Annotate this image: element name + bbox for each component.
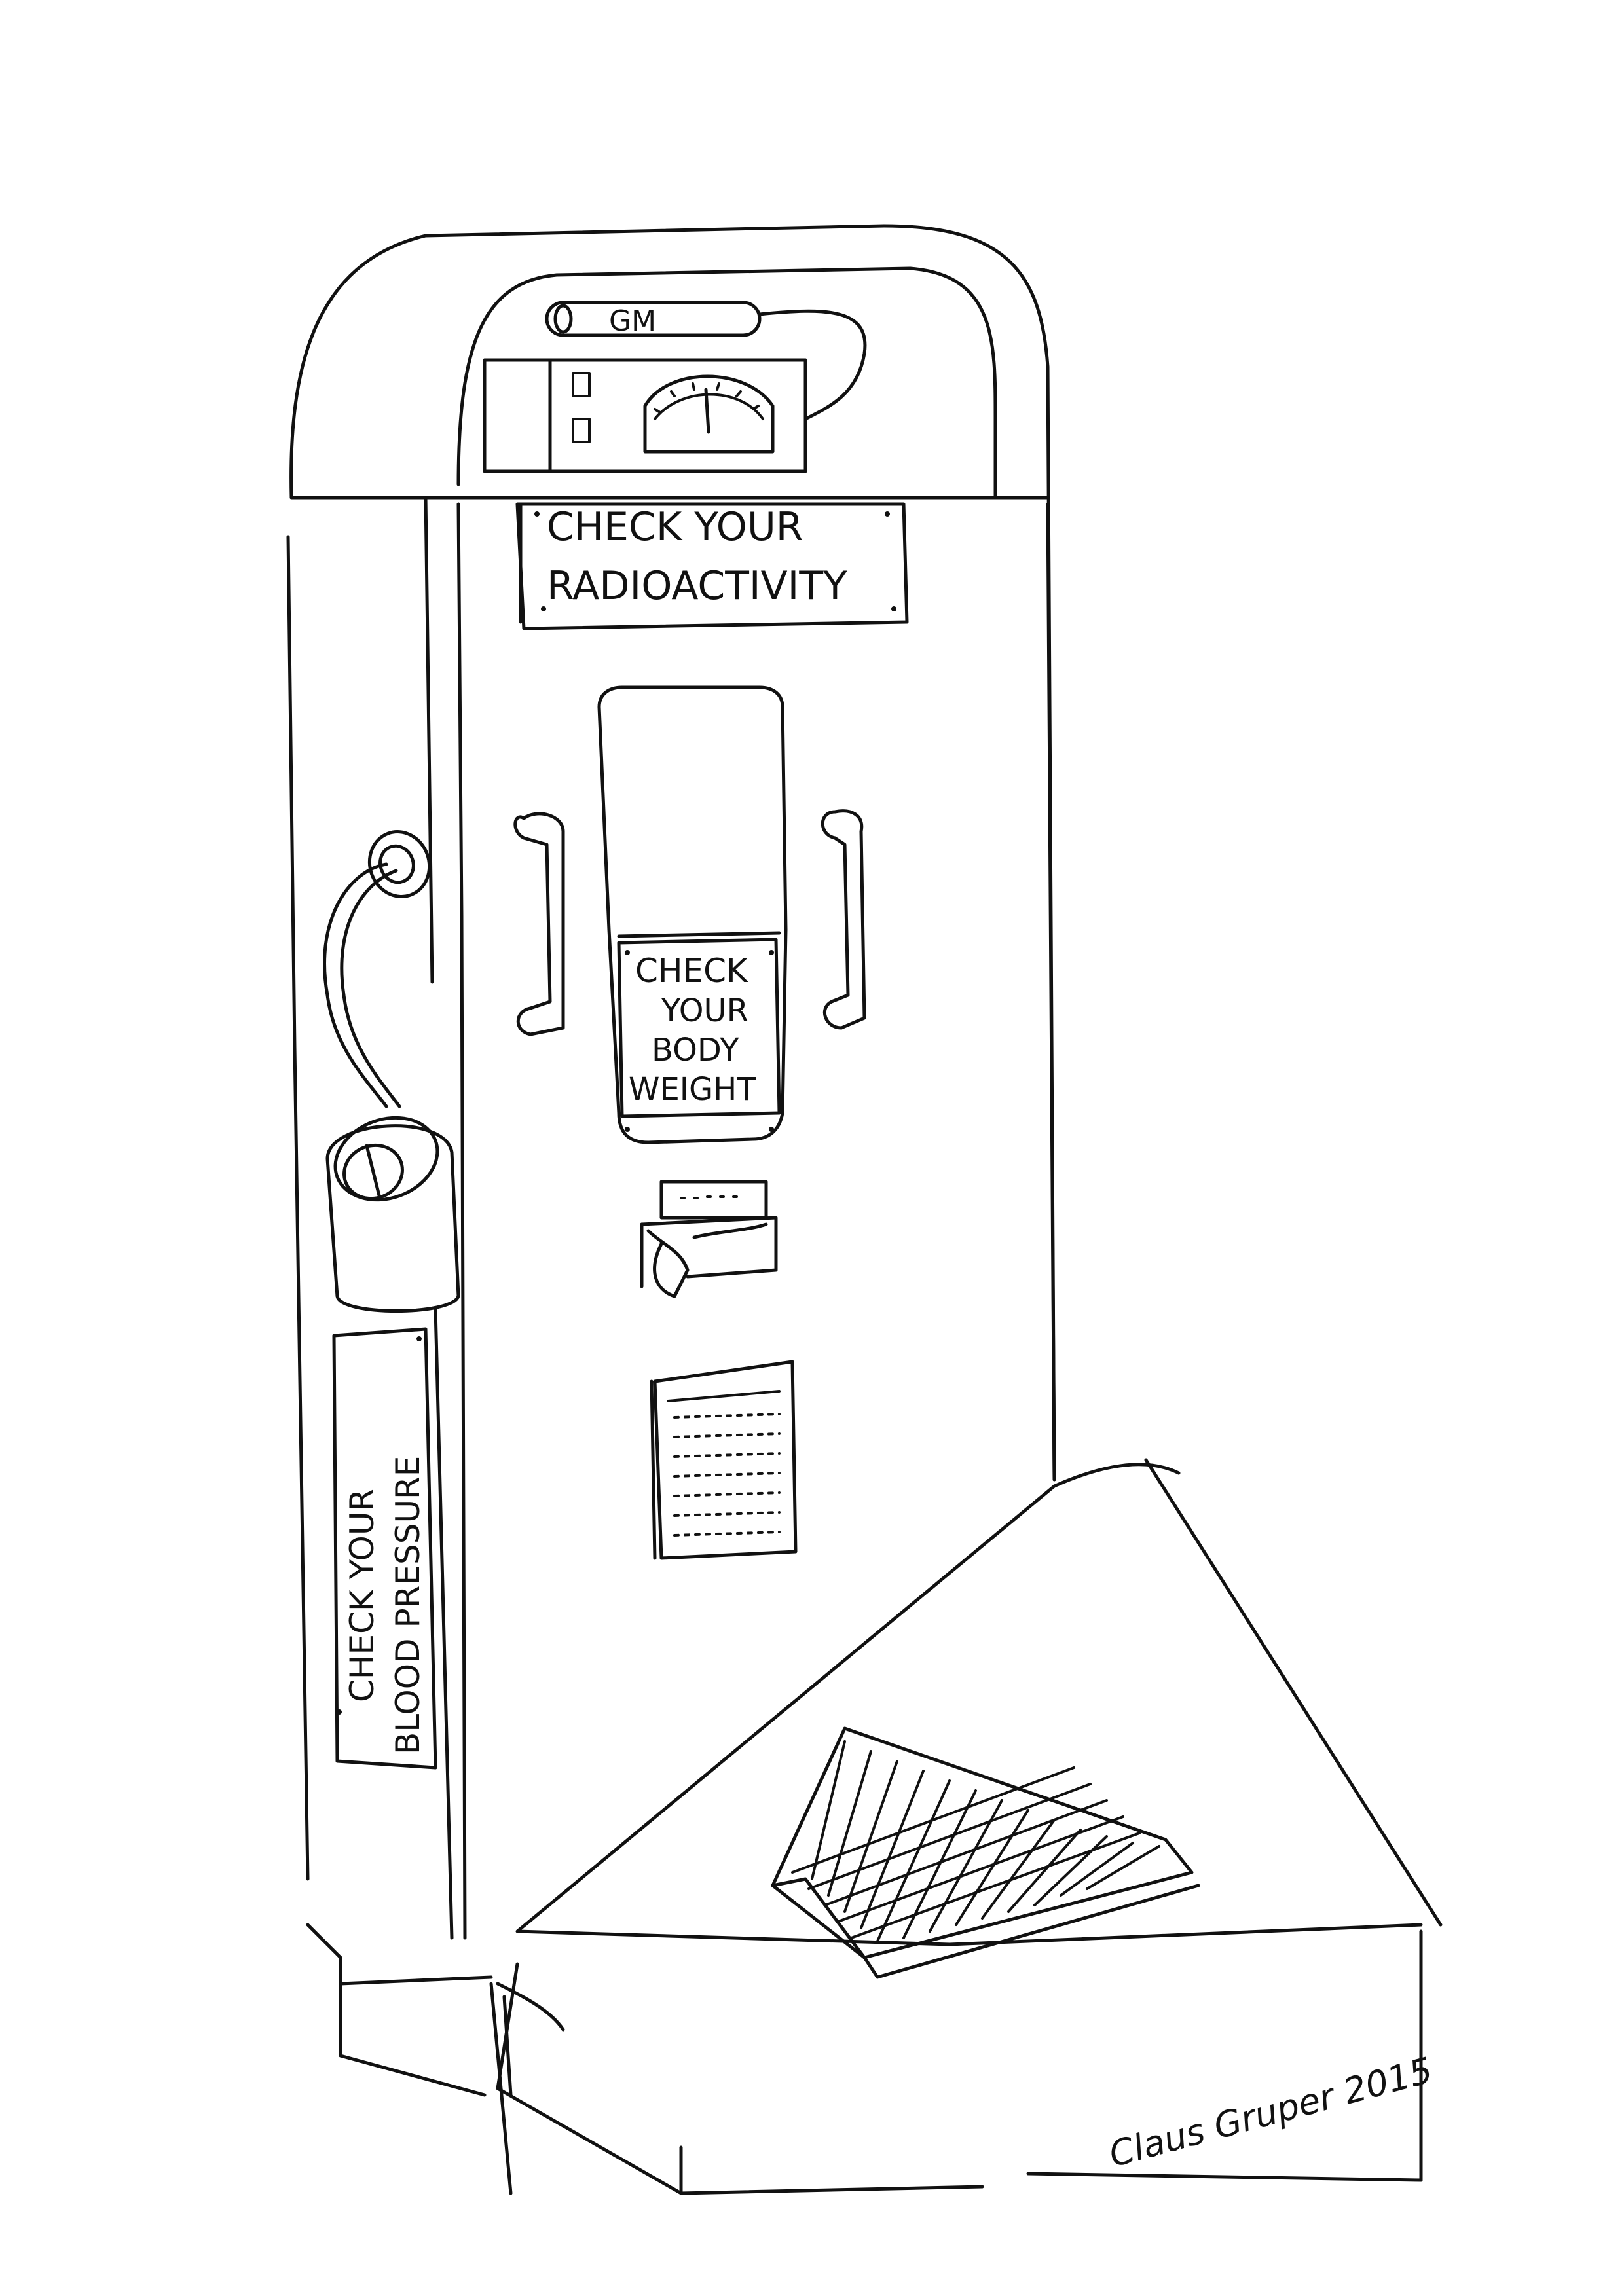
sign-body-weight-line4: WEIGHT [629,1071,756,1108]
gm-tube-label: GM [609,304,656,338]
sign-body-weight: CHECK YOUR BODY WEIGHT [617,938,781,1132]
sign-radioactivity: CHECK YOUR RADIOACTIVITY [515,502,909,630]
blood-pressure-cuff [323,830,460,1313]
weight-display-window [597,685,788,1144]
right-handle [821,809,866,1030]
base-platform [496,1458,1443,2195]
sign-radioactivity-line2: RADIOACTIVITY [547,563,847,609]
sign-blood-pressure-line1: CHECK YOUR [343,1489,381,1702]
sign-blood-pressure: CHECK YOUR BLOOD PRESSURE [332,1327,437,1770]
sign-radioactivity-line1: CHECK YOUR [547,504,803,550]
foot-plate [771,1726,1200,1979]
artist-signature: Claus Gruper 2015 [1105,2049,1437,2175]
sign-body-weight-line3: BODY [652,1032,739,1068]
gm-cable [758,309,867,421]
radiation-dial [643,374,775,454]
signature-text: Claus Gruper 2015 [1105,2049,1437,2175]
weight-chart-rows [673,1413,781,1537]
geiger-counter-unit: GM [483,301,867,473]
weight-chart-plaque [650,1360,798,1560]
sign-blood-pressure-line2: BLOOD PRESSURE [389,1456,427,1755]
foot-plate-grid [791,1740,1160,1942]
coin-slot [659,1180,768,1220]
dial-needle [704,388,710,434]
indicator-light-2 [572,418,591,443]
ticket-dispenser [640,1180,778,1298]
gm-tube [545,301,762,337]
sign-body-weight-line2: YOUR [661,993,748,1029]
sign-body-weight-line1: CHECK [635,952,748,990]
meter-box [483,358,807,473]
left-handle [513,812,565,1036]
indicator-light-1 [572,372,591,397]
